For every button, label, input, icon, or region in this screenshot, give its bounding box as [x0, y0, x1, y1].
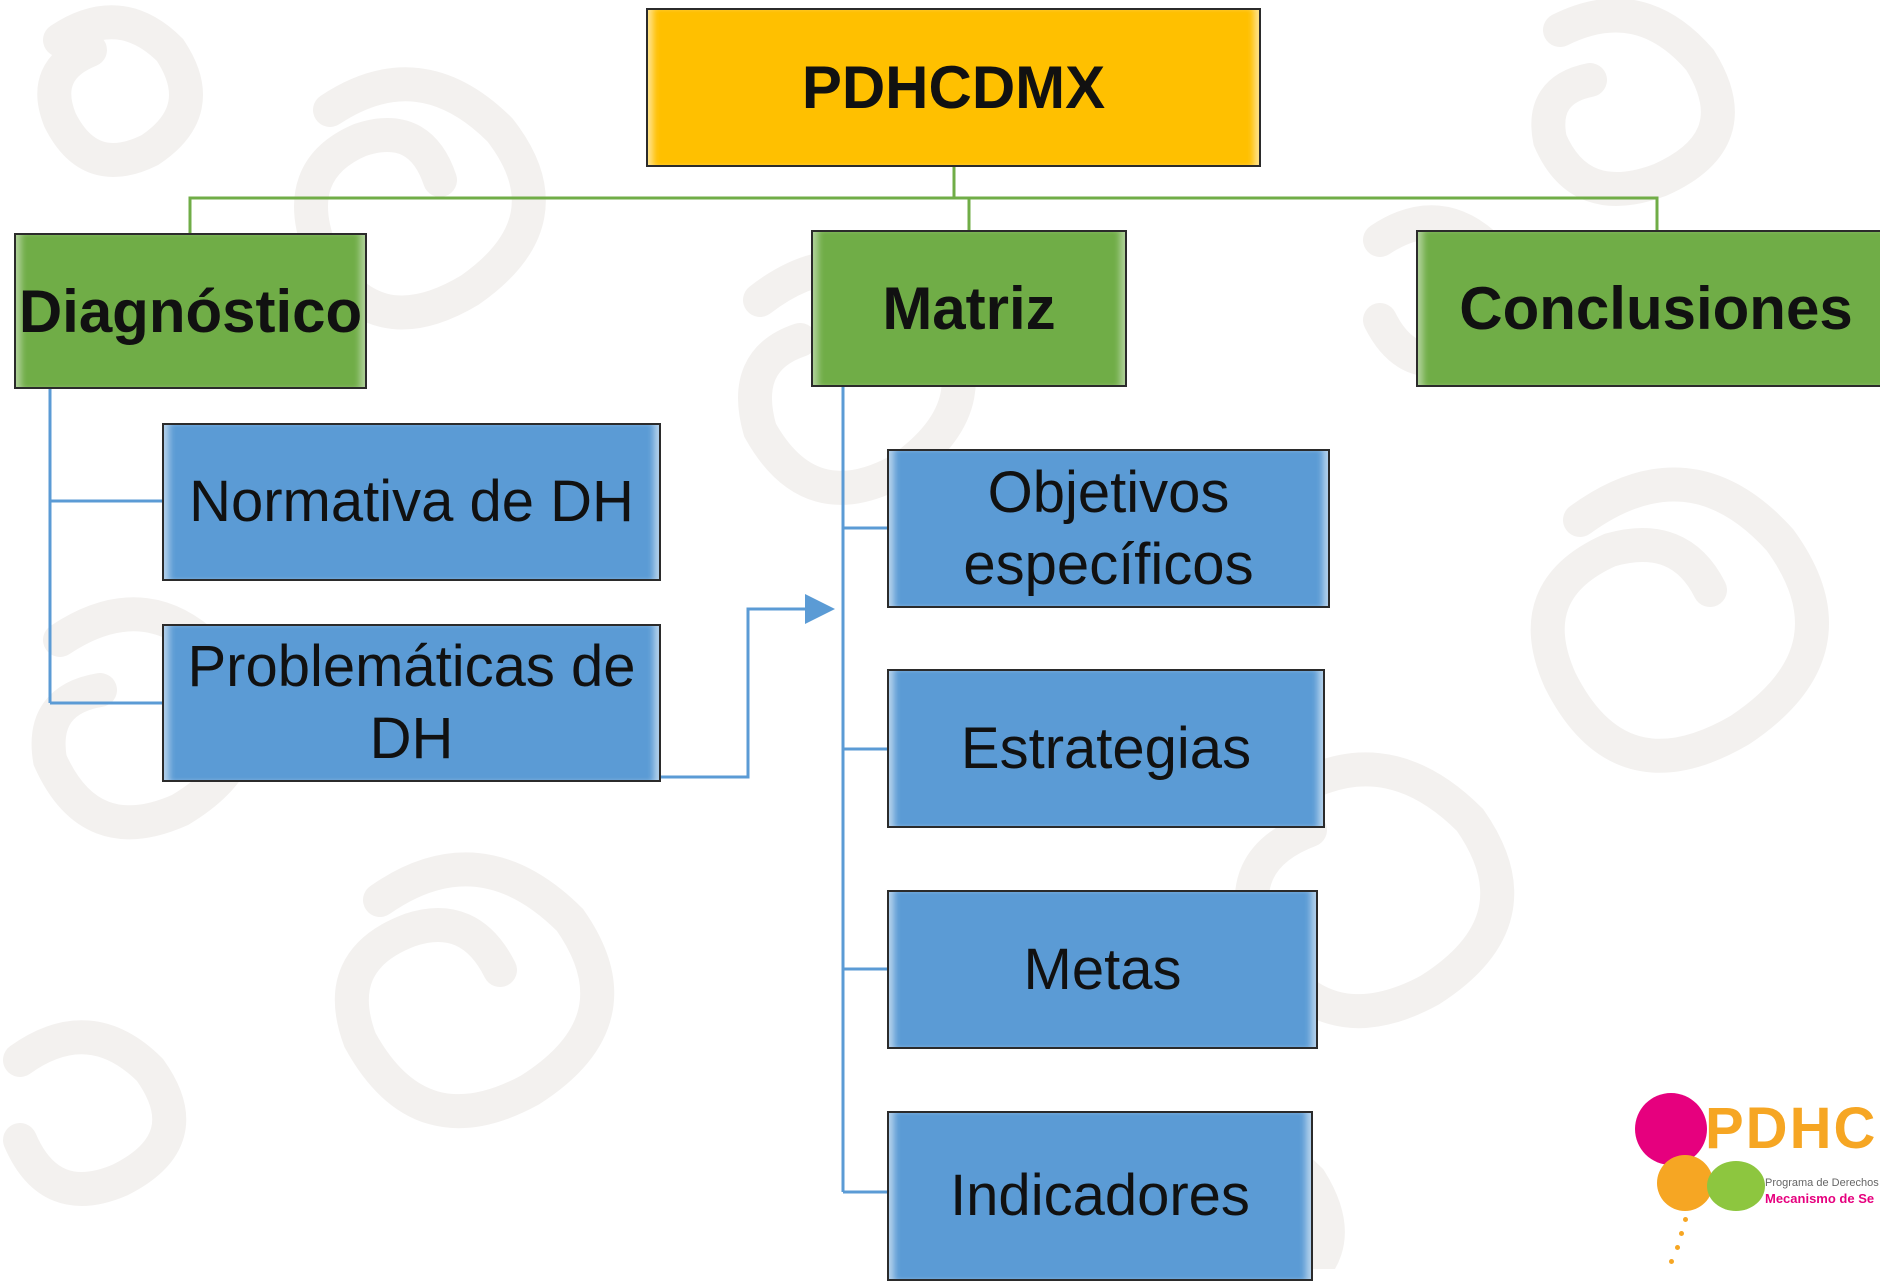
- section-node-conclusiones[interactable]: Conclusiones: [1416, 230, 1880, 387]
- section-node-label: Matriz: [882, 275, 1056, 342]
- logo-wordmark-text: PDHC: [1705, 1096, 1878, 1161]
- node-label-line1: Objetivos: [987, 459, 1230, 525]
- section-node-diagnostico[interactable]: Diagnóstico: [14, 233, 367, 389]
- node-label: Estrategias: [960, 715, 1252, 781]
- node-label-line2: específicos: [963, 531, 1254, 597]
- node-normativa-de-dh[interactable]: Normativa de DH: [162, 423, 661, 581]
- node-problematicas-de-dh[interactable]: Problemáticas de DH: [162, 624, 661, 782]
- connector-root-to-diagnostico: [188, 167, 956, 233]
- root-node-label: PDHCDMX: [801, 54, 1106, 121]
- logo-wordmark: PDHC: [1705, 1095, 1877, 1162]
- section-node-matriz[interactable]: Matriz: [811, 230, 1127, 387]
- logo-petal-green: [1707, 1161, 1765, 1211]
- node-label-line2: DH: [369, 706, 454, 771]
- section-node-label: Diagnóstico: [18, 277, 363, 345]
- logo-dot: [1675, 1245, 1680, 1250]
- node-estrategias[interactable]: Estrategias: [887, 669, 1325, 828]
- node-label: Indicadores: [950, 1163, 1250, 1228]
- logo-subtitle: Programa de Derechos H: [1765, 1177, 1880, 1189]
- logo-dot: [1679, 1231, 1684, 1236]
- arrow-problematicas-to-matriz: [660, 594, 835, 779]
- node-label: Metas: [1023, 936, 1182, 1002]
- node-objetivos-especificos[interactable]: Objetivos específicos: [887, 449, 1330, 608]
- section-node-label: Conclusiones: [1459, 275, 1853, 342]
- logo-subtitle-bold: Mecanismo de Se: [1765, 1191, 1875, 1206]
- node-indicadores[interactable]: Indicadores: [887, 1111, 1313, 1281]
- logo-petal-orange: [1657, 1155, 1713, 1211]
- logo-dot: [1669, 1259, 1674, 1264]
- pdhcdmx-logo: PDHC Programa de Derechos H Mecanismo de…: [1625, 1085, 1880, 1269]
- node-label-line1: Problemáticas de: [187, 634, 636, 699]
- node-label: Normativa de DH: [189, 469, 634, 534]
- node-metas[interactable]: Metas: [887, 890, 1318, 1049]
- logo-dot: [1683, 1217, 1688, 1222]
- logo-petal-pink: [1635, 1093, 1707, 1165]
- connector-root-to-conclusiones: [952, 167, 1659, 230]
- root-node[interactable]: PDHCDMX: [646, 8, 1261, 167]
